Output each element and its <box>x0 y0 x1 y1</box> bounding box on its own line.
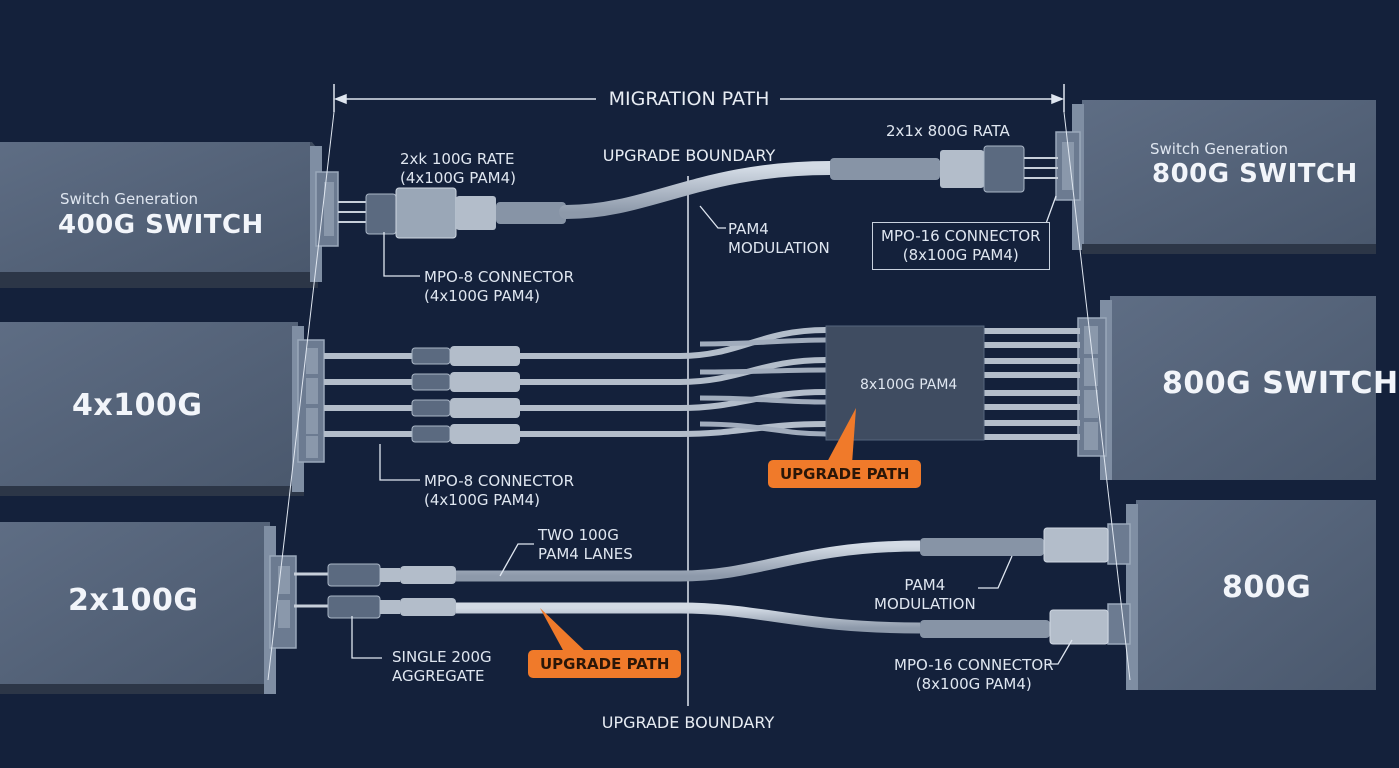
row2-upgrade-path-badge: UPGRADE PATH <box>768 460 922 488</box>
row1-connector-left-label: MPO-8 CONNECTOR(4x100G PAM4) <box>424 268 574 305</box>
upgrade-boundary-top: UPGRADE BOUNDARY <box>602 146 776 165</box>
right-switch-1 <box>1055 100 1376 254</box>
row3-badge-pointer <box>540 608 586 652</box>
row3-cables <box>294 527 1109 645</box>
left-switch-3 <box>0 522 297 694</box>
left-switch-2 <box>0 322 325 496</box>
row3-connector-right-label: MPO-16 CONNECTOR(8x100G PAM4) <box>894 656 1054 693</box>
migration-path-line <box>267 84 1131 681</box>
row1-rate-right-label: 2x1x 800G RATA <box>886 122 1010 140</box>
left-switch-1-subtitle: Switch Generation <box>60 190 199 208</box>
row1-connector-right-label: MPO-16 CONNECTOR(8x100G PAM4) <box>872 222 1050 270</box>
left-switch-1-name: 400G SWITCH <box>58 210 264 240</box>
right-switch-3 <box>1107 500 1376 690</box>
left-switch-2-name: 4x100G <box>72 388 203 423</box>
right-switch-2 <box>1077 296 1376 480</box>
upgrade-boundary-bottom: UPGRADE BOUNDARY <box>601 713 775 732</box>
row2-connector-left-label: MPO-8 CONNECTOR(4x100G PAM4) <box>424 472 574 509</box>
right-switch-1-name: 800G SWITCH <box>1152 159 1358 189</box>
migration-path-title: MIGRATION PATH <box>608 88 770 110</box>
row1-rate-left-label: 2xk 100G RATE(4x100G PAM4) <box>400 150 516 187</box>
left-switch-3-name: 2x100G <box>68 583 199 618</box>
row2-cables <box>324 327 1080 444</box>
right-switch-2-name: 800G SWITCH <box>1162 366 1399 401</box>
right-switch-3-name: 800G <box>1222 570 1312 605</box>
row2-badge-pointer <box>826 408 856 464</box>
row3-upgrade-path-badge: UPGRADE PATH <box>528 650 682 678</box>
row1-cable <box>338 145 1058 239</box>
right-switch-1-subtitle: Switch Generation <box>1150 140 1289 158</box>
left-switch-1 <box>0 142 339 288</box>
row2-breakout-label: 8x100G PAM4 <box>860 377 958 393</box>
